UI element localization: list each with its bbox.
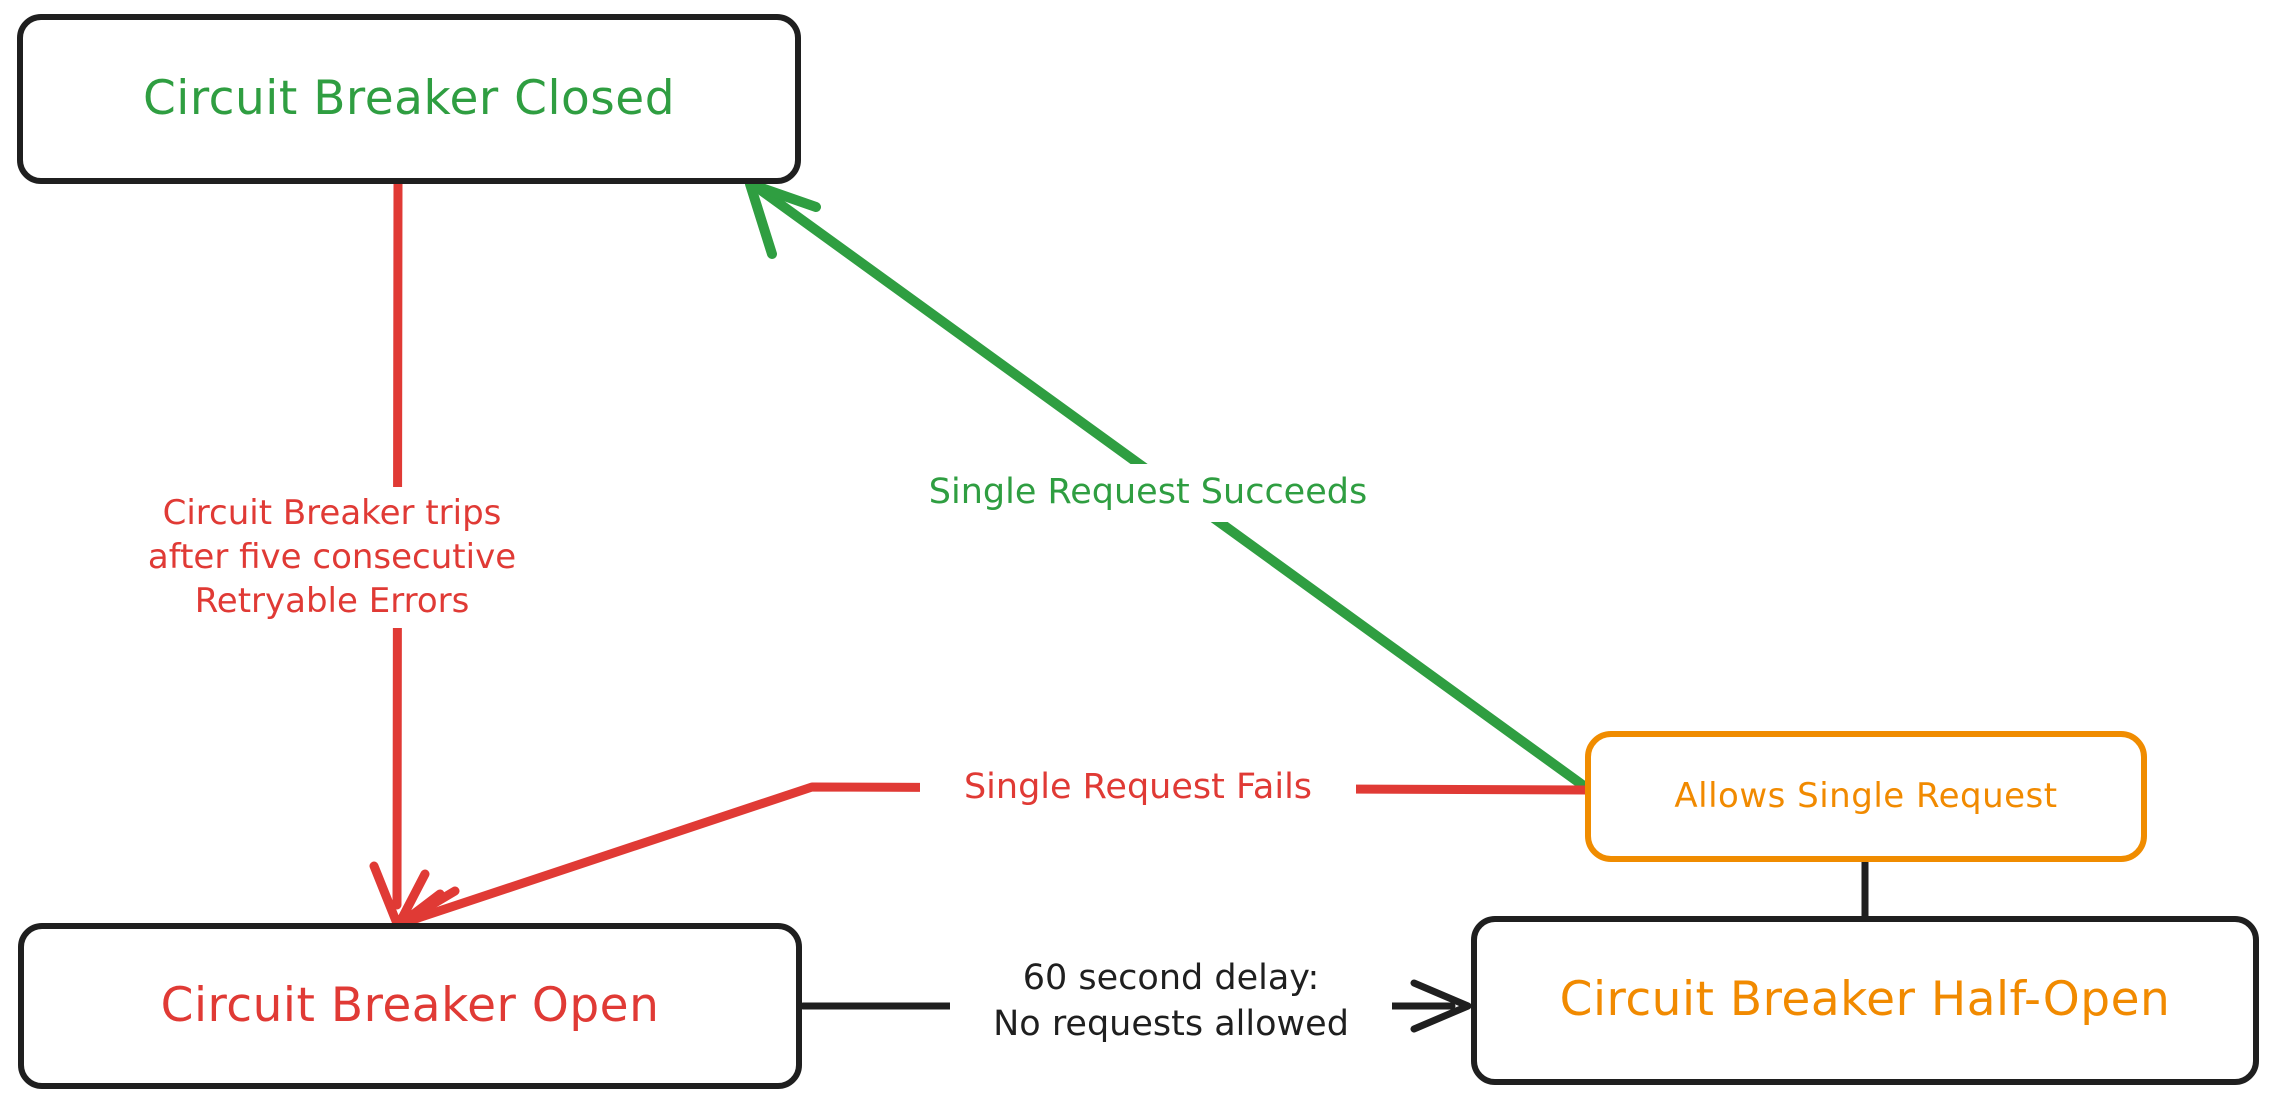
node-circuit-breaker-half-open-label: Circuit Breaker Half-Open	[1559, 972, 2171, 1028]
edge-open-to-halfopen	[799, 979, 1472, 1033]
edge-closed-to-open	[369, 175, 445, 931]
node-circuit-breaker-half-open[interactable]: Circuit Breaker Half-Open	[1471, 916, 2259, 1085]
edge-allows-to-open	[391, 782, 1593, 936]
node-circuit-breaker-open[interactable]: Circuit Breaker Open	[18, 923, 802, 1089]
node-allows-single-request[interactable]: Allows Single Request	[1585, 731, 2147, 862]
node-circuit-breaker-open-label: Circuit Breaker Open	[160, 977, 660, 1033]
node-allows-single-request-label: Allows Single Request	[1674, 775, 2058, 816]
node-circuit-breaker-closed[interactable]: Circuit Breaker Closed	[17, 14, 801, 184]
edge-allows-to-closed	[745, 179, 1593, 794]
node-circuit-breaker-closed-label: Circuit Breaker Closed	[142, 70, 676, 126]
